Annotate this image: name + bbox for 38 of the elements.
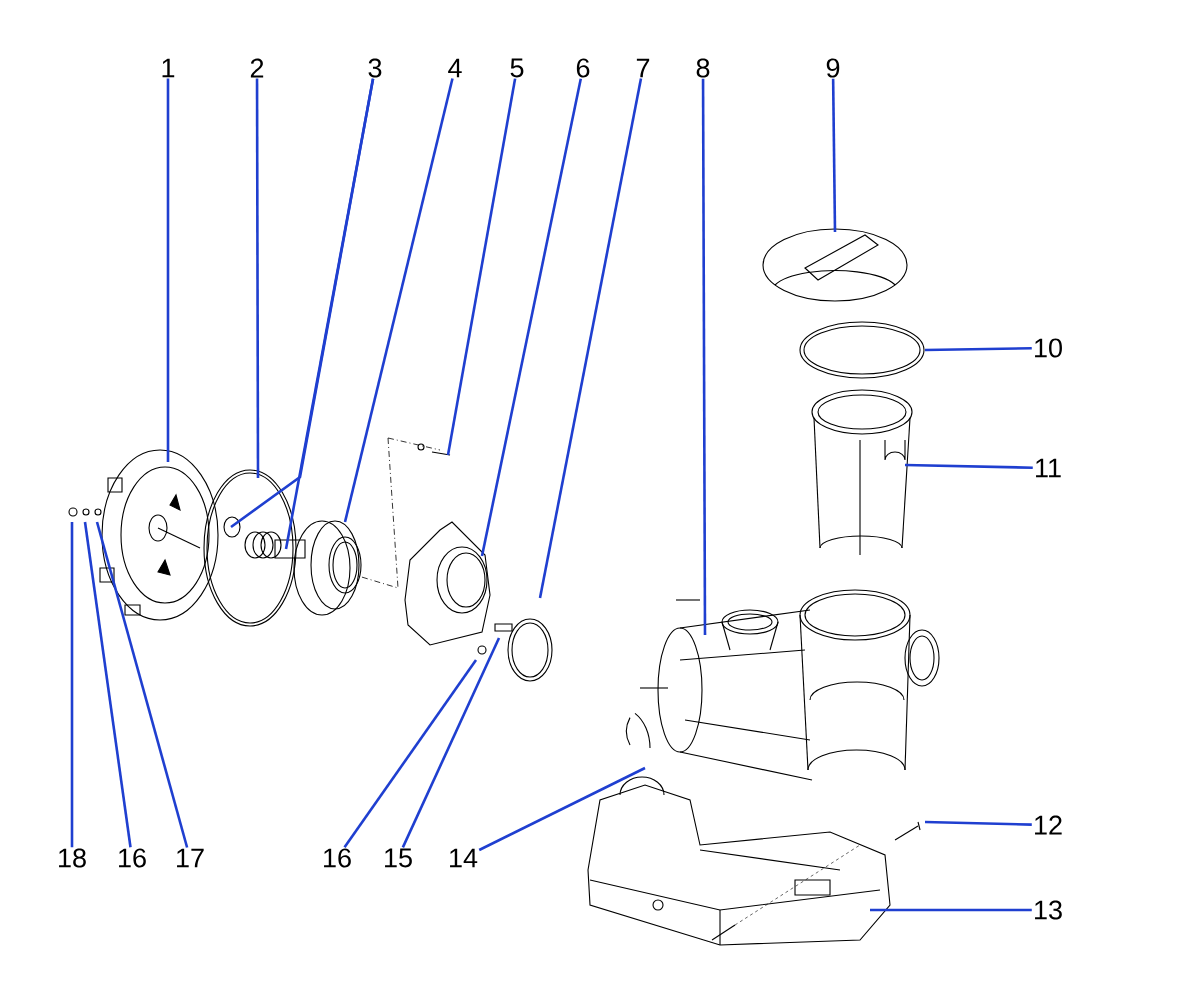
leader-line <box>166 78 170 462</box>
callout-number: 12 <box>1035 815 1062 835</box>
callout-number: 17 <box>177 848 204 868</box>
leader-line <box>831 78 837 232</box>
leader-line <box>446 78 517 456</box>
leader-line <box>401 637 501 848</box>
callout-number: 13 <box>1035 900 1062 920</box>
callout-number: 2 <box>250 58 264 78</box>
leader-line <box>904 463 1033 469</box>
leader-line <box>870 908 1032 912</box>
callout-number: 10 <box>1035 338 1062 358</box>
leader-line <box>70 522 74 848</box>
callout-number: 5 <box>510 58 524 78</box>
leader-line <box>230 78 375 529</box>
leader-line <box>480 78 583 557</box>
callout-number: 4 <box>448 58 462 78</box>
callout-number: 16 <box>119 848 146 868</box>
callout-number: 6 <box>576 58 590 78</box>
leader-line <box>701 78 707 635</box>
leader-line <box>95 521 189 848</box>
leader-line <box>924 820 1032 826</box>
leader-line <box>343 659 478 848</box>
leader-line <box>925 346 1032 352</box>
callout-number: 16 <box>324 848 351 868</box>
leader-line <box>538 78 643 599</box>
leader-line <box>478 766 646 852</box>
callout-number: 14 <box>450 848 478 868</box>
leader-line <box>83 521 132 848</box>
callout-number: 1 <box>162 58 175 78</box>
callout-number: 7 <box>636 58 650 78</box>
callout-number: 15 <box>385 848 412 868</box>
callout-number: 9 <box>826 58 840 78</box>
leader-line <box>255 78 260 478</box>
callout-number: 8 <box>696 58 710 78</box>
leader-line <box>343 78 454 523</box>
callout-number: 3 <box>368 58 382 78</box>
callout-number: 18 <box>59 848 86 868</box>
callout-number: 11 <box>1036 458 1061 478</box>
